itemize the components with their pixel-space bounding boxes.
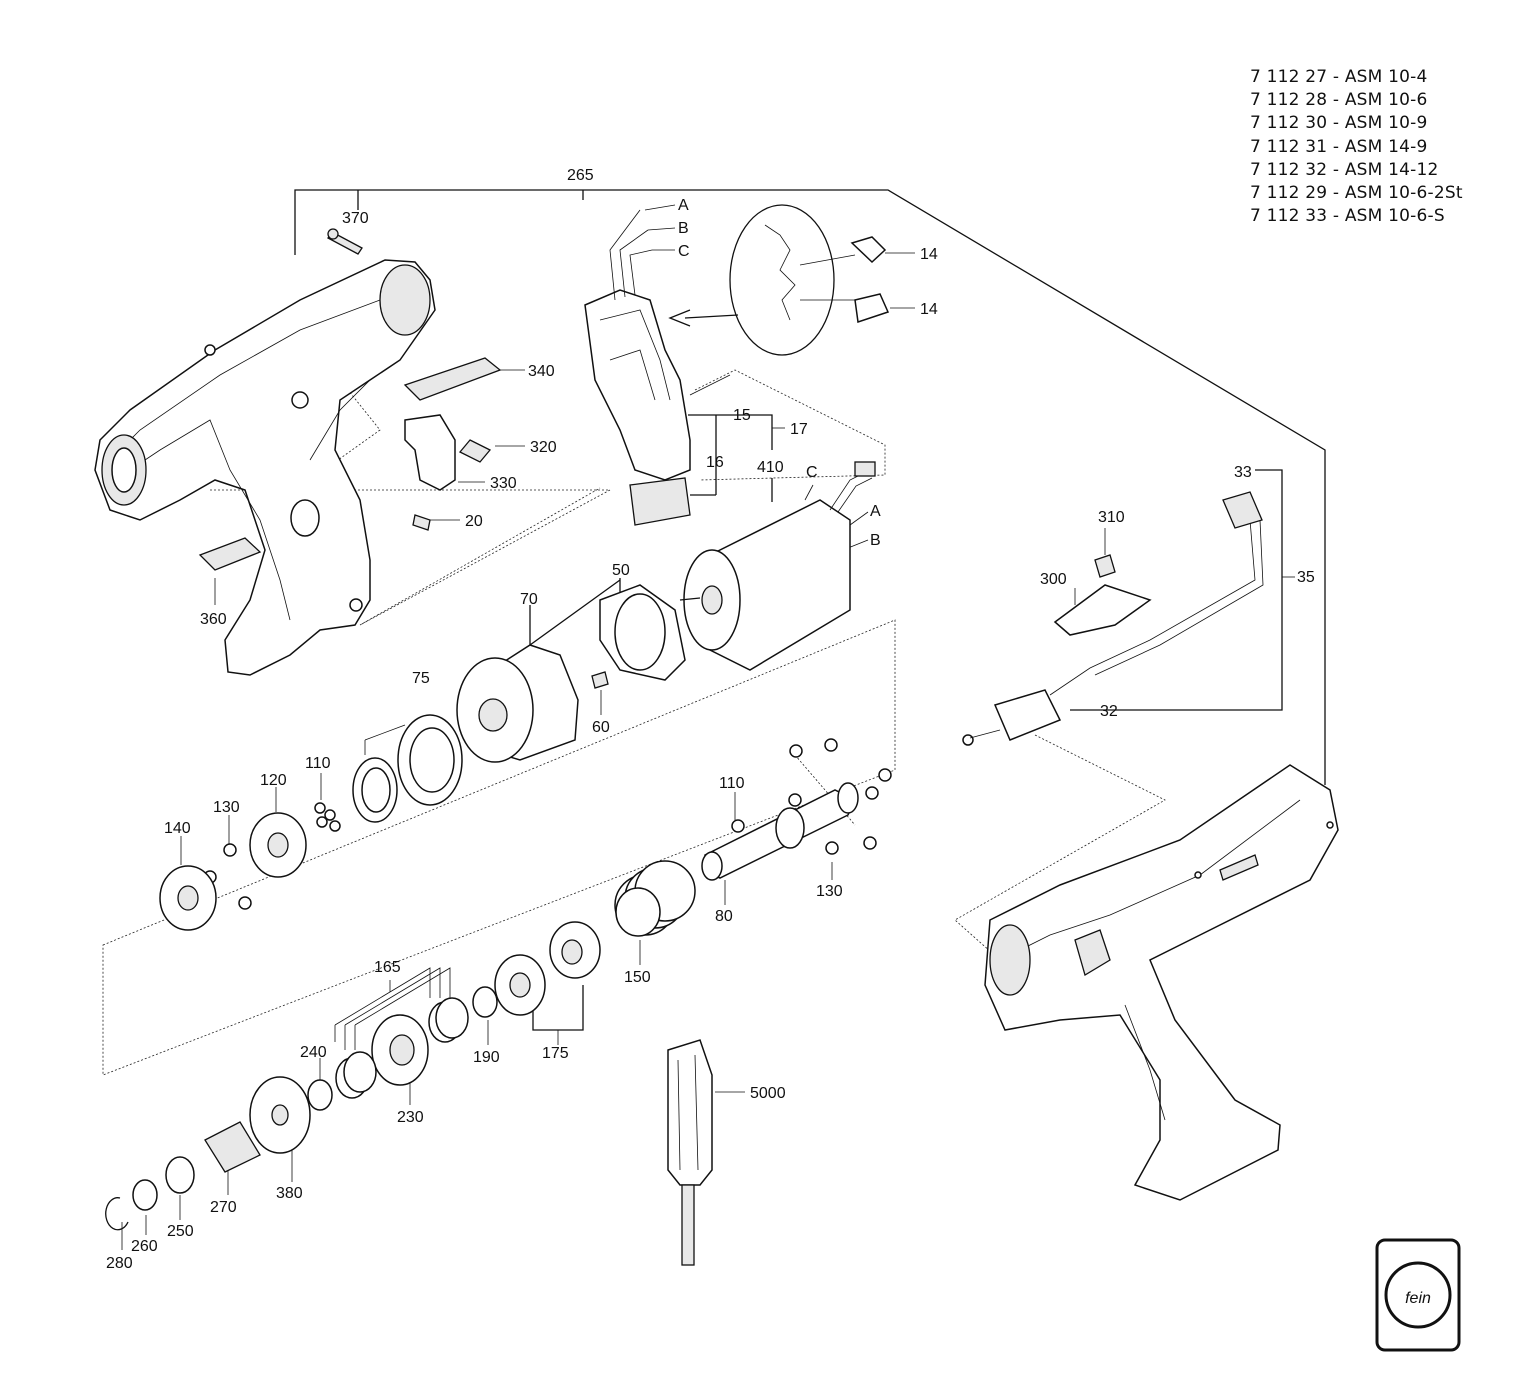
label-70: 70 [520, 591, 538, 608]
logo-text: fein [1405, 1290, 1431, 1307]
motor [679, 461, 876, 671]
label-340: 340 [528, 363, 555, 380]
label-360: 360 [200, 611, 227, 628]
label-330: 330 [490, 475, 517, 492]
model-line: 7 112 31 - ASM 14-9 [1250, 136, 1428, 157]
label-310: 310 [1098, 509, 1125, 526]
leader-lines [121, 189, 1326, 1250]
model-line: 7 112 30 - ASM 10-9 [1250, 113, 1428, 134]
label-17: 17 [790, 421, 808, 438]
label-190: 190 [473, 1049, 500, 1066]
label-265: 265 [567, 167, 594, 184]
label-230: 230 [397, 1109, 424, 1126]
model-line: 7 112 32 - ASM 14-12 [1250, 159, 1439, 180]
label-165: 165 [374, 959, 401, 976]
label-140: 140 [164, 820, 191, 837]
label-14a: 14 [920, 246, 938, 263]
label-130a: 130 [213, 799, 240, 816]
label-260: 260 [131, 1238, 158, 1255]
screwdriver [667, 1039, 713, 1266]
label-130b: 130 [816, 883, 843, 900]
electronics-right [962, 491, 1264, 746]
spring-and-cams [307, 860, 696, 1111]
model-line: 7 112 29 - ASM 10-6-2St [1250, 183, 1463, 204]
label-150: 150 [624, 969, 651, 986]
model-line: 7 112 28 - ASM 10-6 [1250, 90, 1428, 111]
brand-logo: fein [1375, 1238, 1461, 1352]
label-110b: 110 [719, 775, 745, 792]
chuck-parts [105, 1076, 311, 1231]
label-32: 32 [1100, 703, 1118, 720]
label-15: 15 [733, 407, 751, 424]
label-A1: A [678, 197, 689, 214]
label-A2: A [870, 503, 881, 520]
label-60: 60 [592, 719, 610, 736]
switch-board [584, 204, 890, 526]
label-50: 50 [612, 562, 630, 579]
label-20: 20 [465, 513, 483, 530]
model-list: 7 112 27 - ASM 10-4 7 112 28 - ASM 10-6 … [1250, 66, 1463, 228]
housing-shell [984, 764, 1339, 1201]
label-80: 80 [715, 908, 733, 925]
housing-half [94, 228, 436, 676]
label-250: 250 [167, 1223, 194, 1240]
small-parts-left [198, 357, 502, 571]
label-110a: 110 [305, 755, 331, 772]
label-410: 410 [757, 459, 784, 476]
spindle [701, 738, 892, 881]
label-300: 300 [1040, 571, 1067, 588]
model-line: 7 112 27 - ASM 10-4 [1250, 67, 1428, 87]
label-35: 35 [1297, 569, 1315, 586]
label-380: 380 [276, 1185, 303, 1202]
label-B2: B [870, 532, 881, 549]
label-B1: B [678, 220, 689, 237]
part-labels: 265 370 A B C 14 14 340 320 330 20 360 1… [106, 167, 1315, 1272]
label-270: 270 [210, 1199, 237, 1216]
label-16: 16 [706, 454, 724, 471]
label-14b: 14 [920, 301, 938, 318]
gear-housing [352, 584, 686, 823]
model-line: 7 112 33 - ASM 10-6-S [1250, 206, 1445, 227]
label-120: 120 [260, 772, 287, 789]
label-5000: 5000 [750, 1085, 786, 1102]
label-320: 320 [530, 439, 557, 456]
label-370: 370 [342, 210, 369, 227]
label-33: 33 [1234, 464, 1252, 481]
balls-and-disks [159, 802, 341, 931]
label-C2: C [806, 464, 818, 481]
label-240: 240 [300, 1044, 327, 1061]
label-75: 75 [412, 670, 430, 687]
label-280: 280 [106, 1255, 133, 1272]
label-C1: C [678, 243, 690, 260]
label-175: 175 [542, 1045, 569, 1062]
